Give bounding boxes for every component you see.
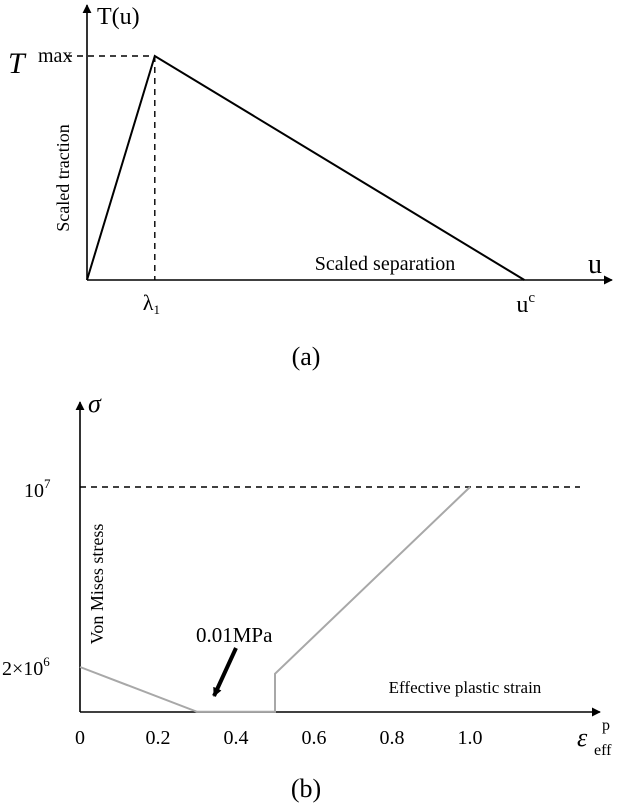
panel-a-y-annotation: Scaled traction: [53, 124, 73, 231]
panel-b-x-axis-label: ε: [577, 723, 588, 752]
panel-a-label: (a): [292, 342, 321, 371]
panel-b-y-annotation: Von Mises stress: [87, 524, 107, 645]
panel-a-tick-lambda: λ1: [143, 290, 160, 317]
panel-b-stress-curve: [79, 486, 471, 713]
panel-a-x-annotation: Scaled separation: [315, 253, 456, 275]
panel-a-peak-label-superscript: max: [38, 45, 72, 67]
panel-b-x-tick-label: 0: [75, 727, 85, 749]
panel-b-x-ticks: 0 0.2 0.4 0.6 0.8 1.0: [75, 727, 483, 749]
panel-b-x-axis-label-subscript: eff: [594, 742, 612, 759]
panel-b: σ ε p eff Von Mises stress Effective pla…: [2, 389, 612, 803]
panel-a-tick-uc: uc: [516, 290, 535, 318]
panel-b-ytick-2e6: 2×106: [2, 654, 50, 680]
panel-a-traction-curve: [86, 54, 525, 281]
panel-b-x-tick-label: 0.6: [302, 727, 327, 749]
panel-b-ytick-1e7: 107: [24, 476, 51, 502]
panel-b-x-axis-label-superscript: p: [602, 717, 610, 734]
panel-b-x-tick-label: 1.0: [458, 727, 483, 749]
panel-b-x-tick-label: 0.2: [146, 727, 171, 749]
panel-b-arrow-annotation: 0.01MPa: [196, 623, 273, 647]
panel-b-y-axis-label: σ: [88, 389, 102, 418]
panel-b-label: (b): [291, 774, 321, 803]
panel-a-peak-label: T: [8, 47, 27, 80]
panel-a-x-axis-label: u: [588, 249, 602, 280]
panel-b-x-tick-label: 0.4: [224, 727, 249, 749]
panel-b-x-tick-label: 0.8: [380, 727, 405, 749]
panel-b-x-annotation: Effective plastic strain: [389, 678, 542, 697]
panel-a: T(u) u T max Scaled traction Scaled sepa…: [8, 4, 613, 371]
panel-b-annotation-arrow: [212, 647, 238, 697]
panel-a-y-axis-label: T(u): [97, 4, 140, 30]
